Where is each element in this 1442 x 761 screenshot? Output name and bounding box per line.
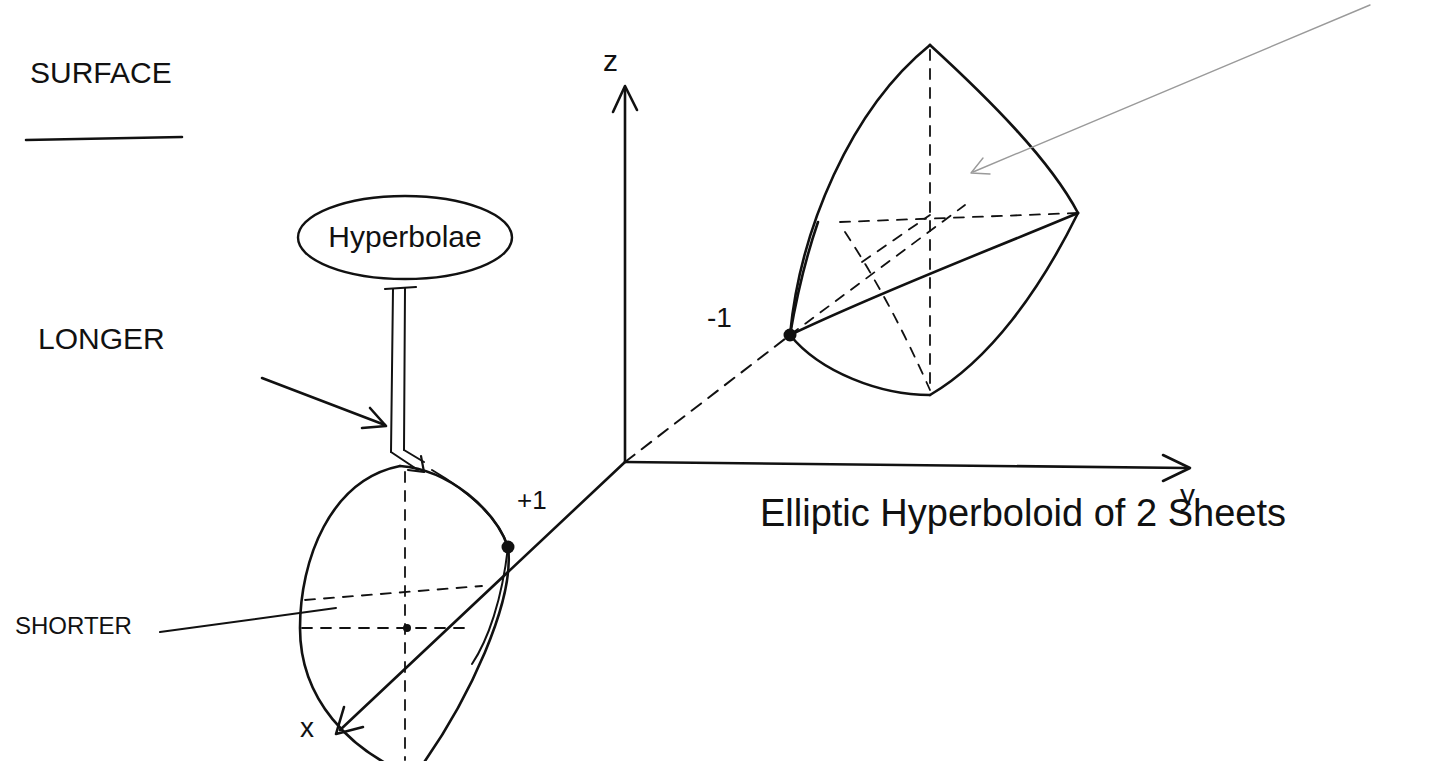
vertex-dot	[502, 541, 515, 554]
pointer-line	[973, 5, 1370, 172]
leader-line	[160, 608, 336, 632]
dashed-axis	[790, 205, 965, 335]
z-arrowhead	[613, 86, 637, 112]
vertex-dot	[784, 329, 797, 342]
negative-x-axis	[625, 335, 790, 462]
node-text: Hyperbolae	[328, 220, 481, 255]
axis-label: z	[603, 44, 618, 79]
x-arrowhead	[336, 707, 363, 734]
heading-label: SURFACE	[30, 56, 172, 91]
sheet-outline	[400, 466, 509, 761]
sheet-outline	[790, 213, 1078, 335]
sheet-rim	[930, 213, 1078, 395]
leader-arrow	[391, 450, 424, 470]
dashed-axis	[929, 50, 931, 390]
callout-label: SHORTER	[15, 612, 132, 640]
oval-outline	[298, 196, 512, 279]
dashed-curve	[845, 232, 930, 390]
intercept-label: +1	[514, 486, 550, 516]
dashed-curve	[862, 215, 930, 262]
callout-label: LONGER	[38, 322, 165, 357]
surface-name: Elliptic Hyperboloid of 2 Sheets	[760, 492, 1286, 536]
x-axis	[340, 462, 625, 730]
sheet-outline	[790, 335, 930, 395]
leader-arrow	[385, 287, 416, 289]
hyperbola-curve	[432, 470, 508, 664]
intercept-label: -1	[704, 302, 735, 334]
y-arrowhead	[1163, 455, 1190, 481]
sheet-outline	[300, 466, 410, 761]
leader-arrowhead	[362, 408, 386, 428]
underline	[26, 137, 182, 140]
axis-label: x	[300, 712, 314, 744]
sheet-rim	[930, 45, 1078, 213]
z-axis	[624, 88, 627, 462]
dashed-axis	[302, 627, 470, 629]
dashed-axis	[305, 586, 482, 600]
y-axis	[625, 462, 1188, 468]
callout-oval: Hyperbolae	[296, 194, 514, 281]
leader-arrow	[391, 289, 393, 452]
leader-arrow	[404, 288, 405, 450]
dashed-axis	[404, 472, 406, 760]
center-dot	[403, 624, 411, 632]
sheet-outline	[790, 45, 930, 335]
pointer-arrowhead	[971, 158, 990, 174]
leader-arrowhead	[408, 456, 424, 472]
dashed-axis	[840, 213, 1078, 222]
leader-arrow	[262, 378, 385, 425]
